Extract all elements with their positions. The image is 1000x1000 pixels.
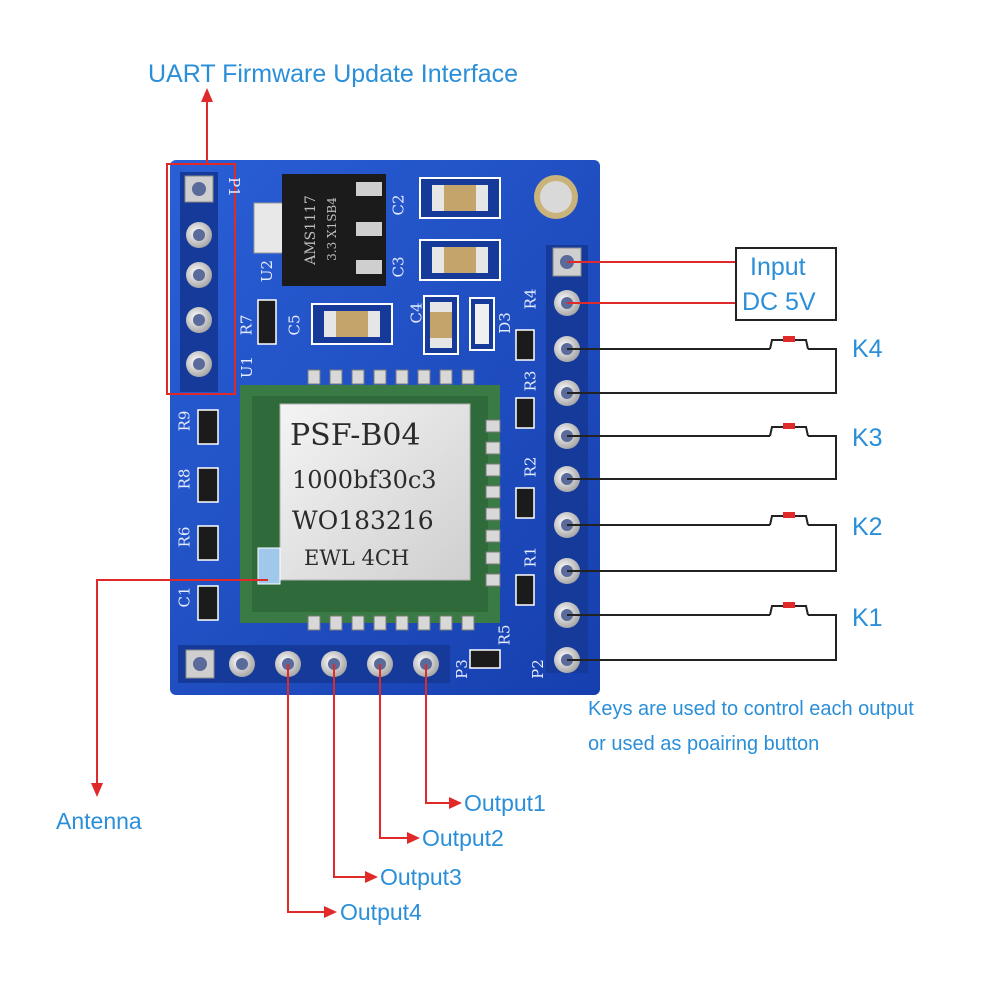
callout-arrowheads [91, 88, 462, 918]
output3-label: Output3 [380, 864, 462, 890]
silk-r1: R1 [521, 546, 540, 568]
capacitor-c2 [419, 177, 501, 219]
module-text-line4: EWL 4CH [304, 546, 410, 570]
silk-r7: R7 [237, 314, 256, 336]
input-dc-box [735, 247, 837, 321]
silk-r8: R8 [175, 468, 194, 490]
module-text-line2: 1000bf30c3 [292, 466, 437, 494]
silk-c5: C5 [285, 314, 304, 336]
wifi-module [240, 385, 500, 623]
silk-r6: R6 [175, 526, 194, 548]
silk-u2: U2 [258, 259, 277, 283]
output1-label: Output1 [464, 790, 546, 816]
input-label: Input [750, 253, 806, 281]
silk-r2: R2 [521, 456, 540, 478]
silk-u1: U1 [238, 355, 257, 379]
resistor-column-right [469, 329, 535, 669]
key-switch-lines [567, 348, 837, 661]
k4-label: K4 [852, 335, 883, 363]
antenna-label: Antenna [56, 808, 142, 834]
silk-c4: C4 [407, 302, 426, 324]
header-p1 [180, 172, 218, 392]
resistor-column-left [197, 299, 277, 621]
output4-label: Output4 [340, 899, 422, 925]
silk-r3: R3 [521, 370, 540, 392]
silk-p1: P1 [224, 177, 243, 197]
silk-r4: R4 [521, 288, 540, 310]
header-p3 [178, 645, 450, 683]
module-text-line1: PSF-B04 [290, 418, 421, 453]
silk-r5: R5 [495, 624, 514, 646]
module-pads [307, 369, 501, 631]
keys-note-line1: Keys are used to control each output [588, 698, 914, 720]
callout-lines [96, 100, 736, 913]
k1-label: K1 [852, 604, 883, 632]
key-switch-caps [783, 336, 795, 608]
silk-p2: P2 [528, 659, 547, 679]
regulator-ams1117 [253, 174, 386, 286]
uart-highlight-box [166, 163, 236, 395]
header-p2 [546, 245, 588, 673]
led-d3 [469, 297, 495, 351]
output2-label: Output2 [422, 825, 504, 851]
keys-note-line2: or used as poairing button [588, 733, 820, 755]
key-switch-symbols [769, 339, 809, 616]
capacitor-c4 [423, 295, 459, 355]
silk-c3: C3 [389, 256, 408, 278]
silk-d3: D3 [495, 312, 514, 334]
regulator-text-line1: AMS1117 [302, 195, 319, 265]
capacitor-c3 [419, 239, 501, 281]
capacitor-c5 [311, 303, 393, 345]
silk-r9: R9 [175, 410, 194, 432]
silk-c2: C2 [389, 194, 408, 216]
module-text-line3: WO183216 [292, 506, 434, 535]
k2-label: K2 [852, 513, 883, 541]
k3-label: K3 [852, 424, 883, 452]
uart-label: UART Firmware Update Interface [148, 60, 519, 88]
dc-5v-label: DC 5V [742, 288, 816, 316]
regulator-text-line2: 3.3 X1SB4 [324, 197, 339, 261]
silk-p3: P3 [452, 659, 471, 679]
silk-c1: C1 [175, 586, 194, 608]
